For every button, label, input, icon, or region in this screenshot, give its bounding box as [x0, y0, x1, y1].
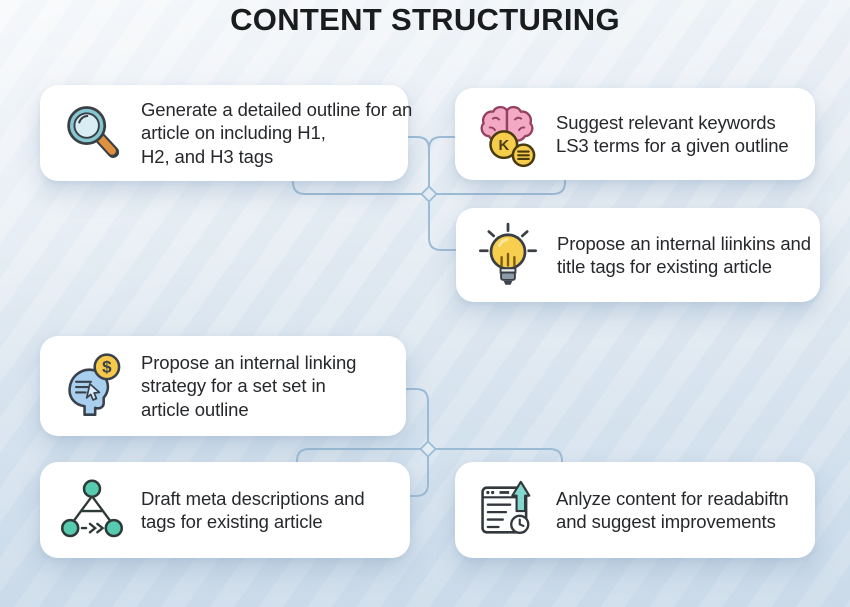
card-text: Propose an internal linking strategy for…: [141, 351, 357, 420]
card-generate-outline: Generate a detailed outline for an artic…: [40, 85, 412, 181]
head-dollar-icon: $: [58, 352, 126, 420]
card-propose-title-tags: Propose an internal liinkins and title t…: [456, 208, 820, 302]
card-analyze-content: Anlyze content for readabiftn and sugges…: [455, 462, 815, 558]
card-text: Suggest relevant keywords LS3 terms for …: [556, 111, 789, 156]
card-text: Propose an internal liinkins and title t…: [557, 232, 811, 277]
card-text: Draft meta descriptions and tags for exi…: [141, 487, 365, 532]
card-text: Anlyze content for readabiftn and sugges…: [556, 487, 789, 532]
card-linking-strategy: $ Propose an internal linking strategy f…: [40, 336, 406, 436]
flowchart-icon: [58, 476, 126, 544]
lightbulb-icon: [474, 221, 542, 289]
magnifier-icon: [58, 99, 126, 167]
card-suggest-keywords: K Suggest relevant keywords LS3 terms fo…: [455, 88, 815, 180]
page-title: CONTENT STRUCTURING: [230, 2, 620, 37]
card-draft-meta: Draft meta descriptions and tags for exi…: [40, 462, 410, 558]
card-text: Generate a detailed outline for an artic…: [141, 98, 413, 167]
document-arrow-icon: [473, 476, 541, 544]
keyword-badge-letter: K: [498, 138, 509, 154]
brain-keywords-icon: K: [473, 100, 541, 168]
dollar-badge-symbol: $: [102, 358, 112, 377]
